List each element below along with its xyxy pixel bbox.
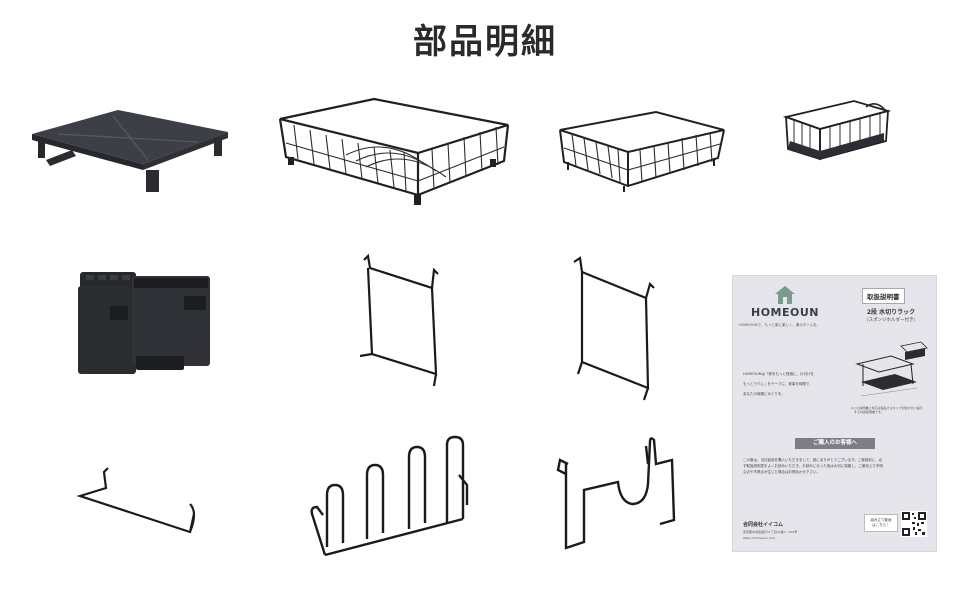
manual-rack-thumbnail: [851, 340, 929, 404]
manual-url: https://homeoun.com: [743, 536, 776, 540]
page-title: 部品明細: [413, 22, 557, 62]
towel-bar-part: [72, 464, 202, 540]
manual-note: ※この説明書に対応は製品ではタイプ別合わせに掲示 する内容説明書です。: [851, 406, 923, 414]
instruction-manual-part: HOMEOUN HOMEOUNで、もっと家に楽しく、素のホームを。 取扱説明書 …: [733, 276, 936, 551]
manual-intro-line: もっとラクに」をテーマに、家事を時間で、: [743, 382, 813, 386]
side-frame-right-part: [570, 254, 660, 404]
manual-greeting-body: この度は、当社製品を購入いただきまして、誠にありがとうございます。ご使用前に、必…: [743, 458, 883, 474]
manual-tagline: HOMEOUNで、もっと家に楽しく、素のホームを。: [739, 323, 821, 327]
house-logo-icon: [775, 286, 795, 304]
manual-address: 東京都中央区銀行11丁目24番7・203号: [743, 530, 798, 534]
manual-product-sub: （スポンジホルダー付き）: [864, 318, 918, 323]
manual-intro-line: HOMEOUNは「家をもっと快適に、片付けを: [743, 372, 814, 376]
cutting-board-holder-part: [554, 437, 684, 552]
qr-code-icon: [901, 511, 927, 537]
manual-brand: HOMEOUN: [750, 306, 819, 319]
cutlery-basket-part: [780, 93, 892, 167]
manual-company: 合同会社イイコム: [743, 522, 784, 528]
manual-heading: 取扱説明書: [862, 288, 905, 304]
utensil-holder-part: [74, 264, 214, 380]
manual-product: 2段 水切りラック: [866, 309, 916, 316]
manual-video-label: 組み立て動画 はこちら！: [864, 514, 898, 532]
plate-rack-part: [303, 435, 473, 561]
large-wire-basket-part: [276, 95, 512, 213]
small-wire-basket-part: [556, 108, 728, 194]
side-frame-left-part: [352, 252, 446, 392]
manual-intro-line: あなたの時間にゆとりを。: [743, 392, 785, 396]
drip-tray-part: [28, 102, 233, 197]
manual-greeting-banner: ご購入のお客様へ: [795, 438, 875, 449]
